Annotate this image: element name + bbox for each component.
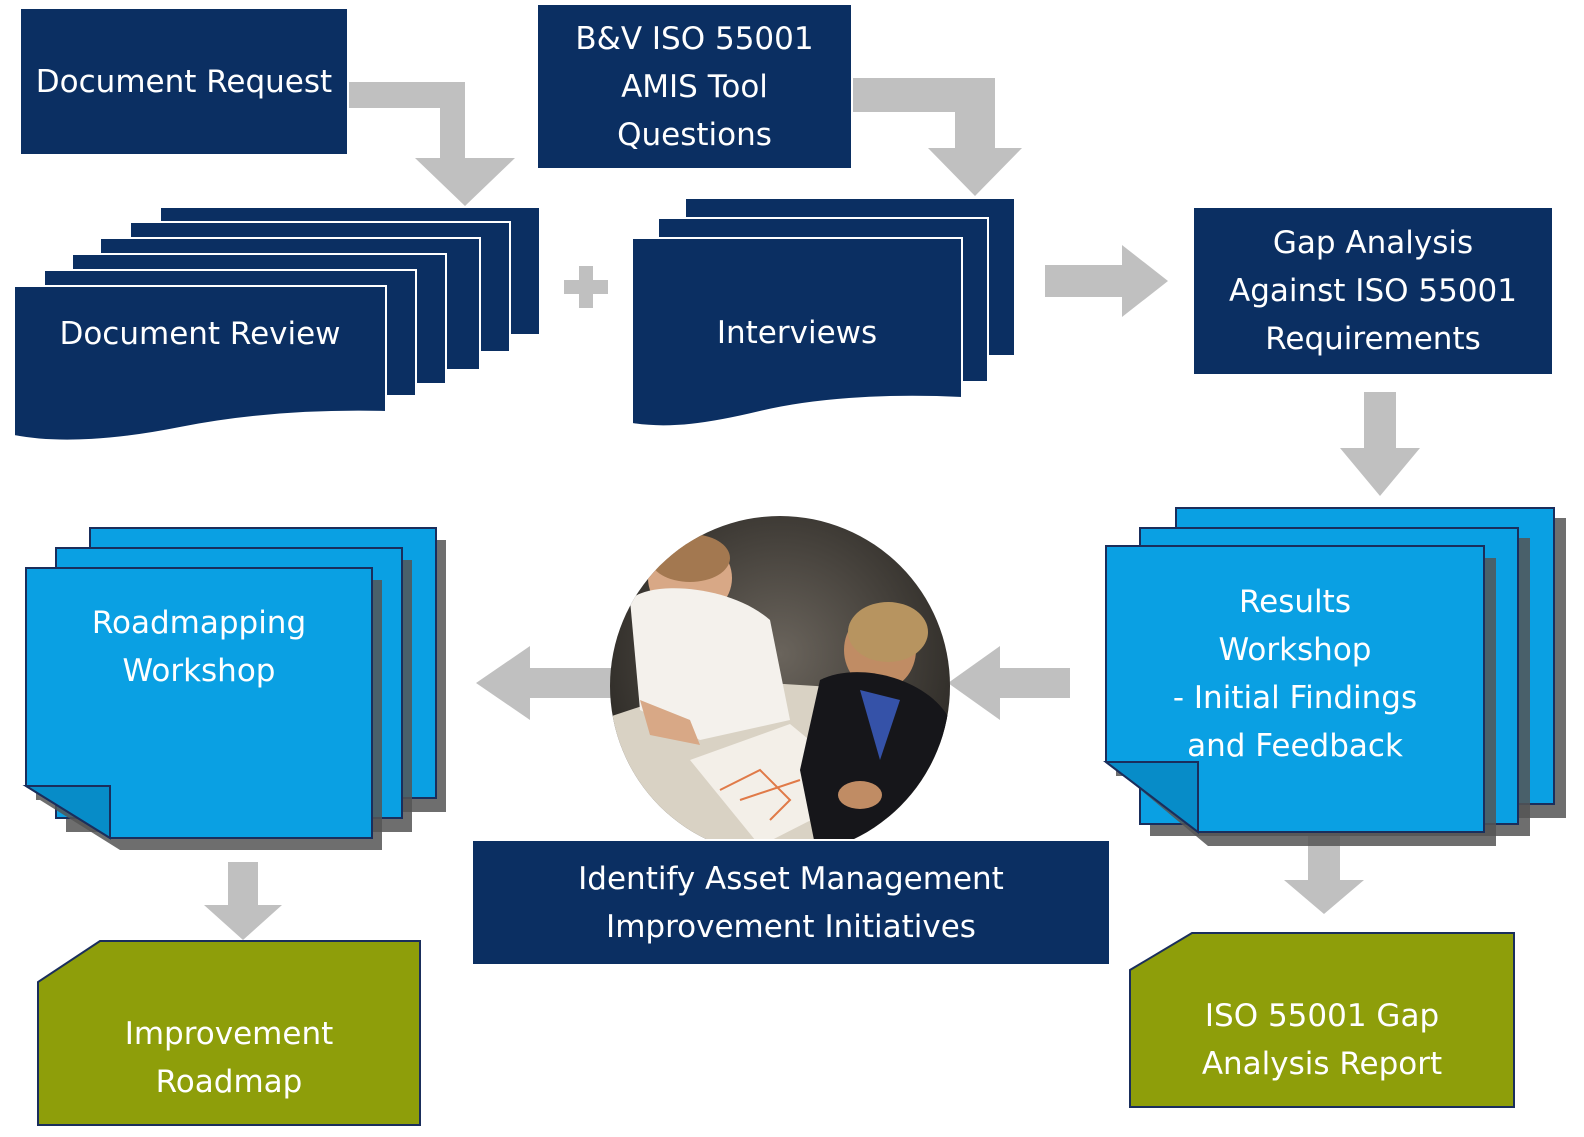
results-page-1 — [1105, 545, 1485, 833]
arrow-interviews-to-gap-analysis — [1045, 245, 1168, 317]
amis-tool-line-3: Questions — [617, 116, 772, 153]
identify-initiatives-line-2: Improvement Initiatives — [606, 908, 976, 945]
interviews-stack — [631, 197, 1016, 428]
roadmapping-workshop-line-2: Workshop — [122, 653, 276, 689]
document-review-line-1: Document Review — [59, 316, 341, 352]
amis-tool-line-1: B&V ISO 55001 — [575, 20, 814, 57]
improvement-roadmap-line-1: Improvement — [124, 1015, 334, 1052]
document-request-label: Document Request — [20, 8, 348, 155]
arrow-results-to-photo — [948, 646, 1070, 720]
meeting-photo-icon — [610, 516, 950, 856]
arrow-results-to-report — [1284, 836, 1364, 914]
gap-report-box — [1129, 932, 1515, 1108]
gap-analysis-line-2: Against ISO 55001 — [1229, 273, 1517, 309]
gap-report-label: ISO 55001 Gap Analysis Report — [1130, 972, 1514, 1107]
amis-tool-label: B&V ISO 55001 AMIS Tool Questions — [537, 4, 852, 169]
results-workshop-label: Results Workshop - Initial Findings and … — [1106, 576, 1484, 772]
gap-analysis-line-3: Requirements — [1265, 321, 1481, 357]
document-review-stack — [13, 206, 541, 442]
gap-report-line-1: ISO 55001 Gap — [1204, 997, 1440, 1034]
identify-initiatives-label: Identify Asset Management Improvement In… — [472, 840, 1110, 965]
roadmapping-workshop-stack — [22, 527, 446, 850]
roadmapping-workshop-line-1: Roadmapping — [91, 605, 307, 641]
gap-analysis-label: Gap Analysis Against ISO 55001 Requireme… — [1193, 207, 1553, 375]
document-page-1 — [13, 285, 387, 442]
improvement-roadmap-line-2: Roadmap — [155, 1063, 303, 1100]
improvement-roadmap-box — [37, 940, 421, 1126]
interviews-line-1: Interviews — [716, 315, 878, 351]
roadmapping-page-1 — [25, 567, 373, 839]
arrow-photo-to-roadmapping — [476, 646, 612, 720]
amis-tool-line-2: AMIS Tool — [621, 68, 768, 105]
roadmapping-page-fold — [22, 785, 111, 840]
roadmapping-workshop-label: Roadmapping Workshop — [26, 598, 372, 696]
interviews-label: Interviews — [632, 238, 962, 428]
results-workshop-line-1: Results — [1239, 584, 1351, 620]
results-page-fold — [1103, 761, 1199, 835]
arrow-amis-to-interviews — [850, 78, 1022, 196]
arrow-gap-to-results — [1340, 392, 1420, 496]
gap-analysis-box — [1192, 206, 1554, 376]
results-workshop-line-3: - Initial Findings — [1172, 680, 1418, 716]
results-workshop-stack — [1103, 507, 1566, 846]
results-workshop-line-2: Workshop — [1218, 632, 1372, 668]
arrow-document-request-to-review — [348, 82, 515, 206]
gap-report-line-2: Analysis Report — [1201, 1045, 1443, 1082]
improvement-roadmap-label: Improvement Roadmap — [38, 990, 420, 1125]
document-request-box — [19, 7, 349, 156]
amis-tool-box — [536, 3, 853, 170]
interview-page-1 — [631, 237, 963, 428]
document-request-line-1: Document Request — [35, 63, 333, 100]
identify-initiatives-box — [471, 839, 1111, 966]
document-review-label: Document Review — [14, 286, 386, 382]
identify-initiatives-line-1: Identify Asset Management — [578, 860, 1004, 897]
results-workshop-line-4: and Feedback — [1187, 728, 1403, 764]
gap-analysis-line-1: Gap Analysis — [1272, 225, 1474, 261]
plus-icon — [564, 266, 608, 308]
arrow-roadmapping-to-roadmap — [204, 862, 282, 940]
